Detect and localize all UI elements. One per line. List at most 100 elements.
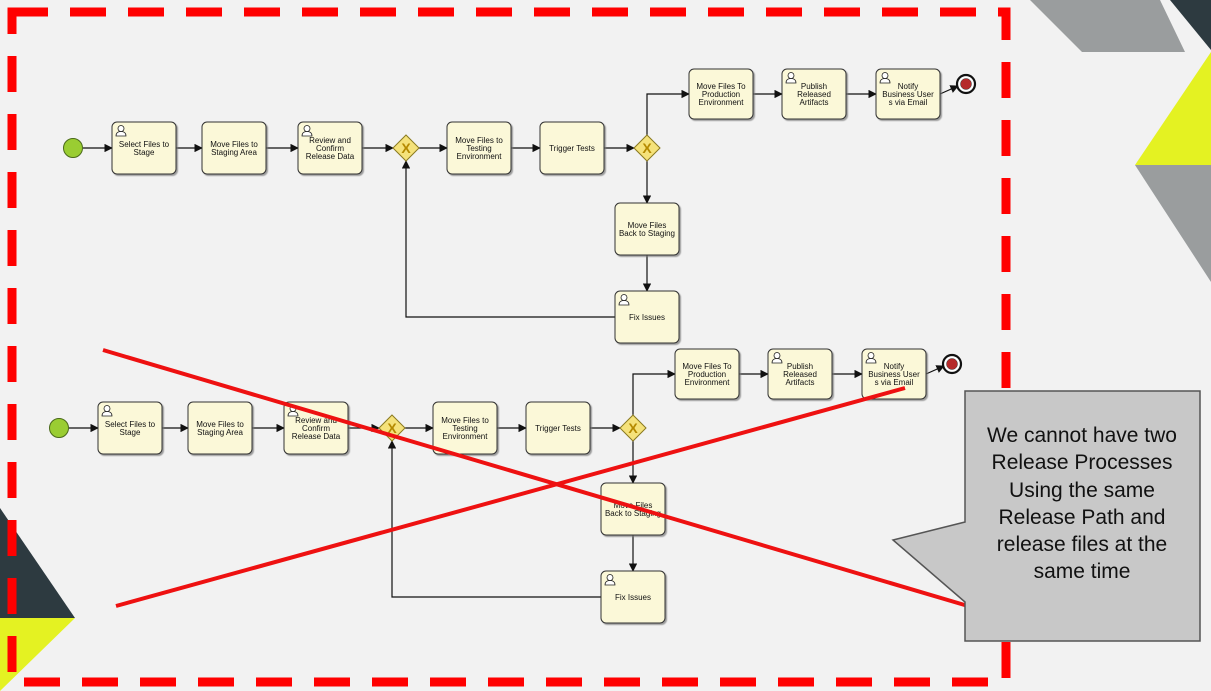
task-label: Stage — [134, 148, 155, 157]
task-label: Publish — [801, 82, 827, 91]
cross-line-1 — [102, 348, 969, 608]
flow-arrow — [401, 160, 615, 318]
callout-box — [891, 390, 1201, 642]
deco-lime-left — [0, 618, 75, 691]
task-label: Review and — [309, 136, 351, 145]
deco-grey-top — [1030, 0, 1185, 52]
task-box — [875, 68, 941, 120]
task-label: Staging Area — [211, 148, 257, 157]
user-task-icon — [115, 125, 127, 137]
user-task-icon — [604, 574, 616, 586]
task-label: Stage — [120, 428, 141, 437]
end-event — [955, 73, 977, 95]
task-label: Testing — [452, 424, 477, 433]
task-label: Business User — [882, 90, 934, 99]
gateway-after-review: X — [392, 134, 420, 162]
task-box — [97, 401, 163, 455]
task-label: Artifacts — [786, 378, 815, 387]
dashed-frame — [7, 7, 1011, 687]
user-task-icon — [301, 125, 313, 137]
task-box — [614, 290, 680, 344]
gateway-after-tests: X — [619, 414, 647, 442]
task-label: Released — [783, 370, 817, 379]
user-task-icon — [865, 352, 877, 364]
task-box — [432, 401, 498, 455]
task-box — [767, 348, 833, 400]
task-label: Environment — [457, 152, 503, 161]
task-box — [600, 570, 666, 624]
task-trigger-tests: Trigger Tests — [525, 401, 591, 455]
task-label: Confirm — [302, 424, 330, 433]
flow-arrow — [939, 85, 959, 95]
task-box — [201, 121, 267, 175]
task-box — [446, 121, 512, 175]
callout-text: We cannot have two Release Processes Usi… — [987, 424, 1177, 584]
task-label: Release Data — [292, 432, 341, 441]
task-box — [688, 68, 754, 120]
gateway-symbol: X — [628, 420, 638, 436]
start-event — [49, 418, 69, 438]
task-label: Confirm — [316, 144, 344, 153]
deco-lime-right — [1135, 52, 1211, 165]
flow-arrow — [632, 369, 676, 415]
flow-arrow — [925, 365, 945, 375]
task-label: Move Files To — [696, 82, 746, 91]
task-label: Production — [702, 90, 740, 99]
user-task-icon — [101, 405, 113, 417]
task-label: Trigger Tests — [549, 144, 595, 153]
task-label: Fix Issues — [629, 313, 665, 322]
task-label: Production — [688, 370, 726, 379]
task-label: Release Data — [306, 152, 355, 161]
task-box — [781, 68, 847, 120]
task-label: Move Files To — [682, 362, 732, 371]
user-task-icon — [771, 352, 783, 364]
task-fix-issues: Fix Issues — [600, 570, 666, 624]
flow-arrow — [387, 440, 601, 598]
task-box — [674, 348, 740, 400]
start-event — [63, 138, 83, 158]
gateway-symbol: X — [642, 140, 652, 156]
task-label: Select Files to — [119, 140, 170, 149]
user-task-icon — [618, 294, 630, 306]
task-box — [297, 121, 363, 175]
task-label: Environment — [699, 98, 745, 107]
task-label: Notify — [884, 362, 904, 371]
task-box — [187, 401, 253, 455]
task-trigger-tests: Trigger Tests — [539, 121, 605, 175]
flow-arrow — [646, 89, 690, 135]
task-box — [525, 401, 591, 455]
deco-dark-left — [0, 508, 75, 618]
user-task-icon — [785, 72, 797, 84]
task-label: Environment — [685, 378, 731, 387]
task-label: s via Email — [889, 98, 928, 107]
task-box — [861, 348, 927, 400]
deco-grey-right — [1135, 165, 1211, 282]
user-task-icon — [879, 72, 891, 84]
task-label: s via Email — [875, 378, 914, 387]
cross-line-2 — [115, 386, 906, 608]
task-label: Artifacts — [800, 98, 829, 107]
task-box — [614, 202, 680, 256]
task-label: Notify — [898, 82, 918, 91]
task-label: Review and — [295, 416, 337, 425]
task-label: Fix Issues — [615, 593, 651, 602]
task-label: Move Files to — [196, 420, 244, 429]
task-label: Staging Area — [197, 428, 243, 437]
